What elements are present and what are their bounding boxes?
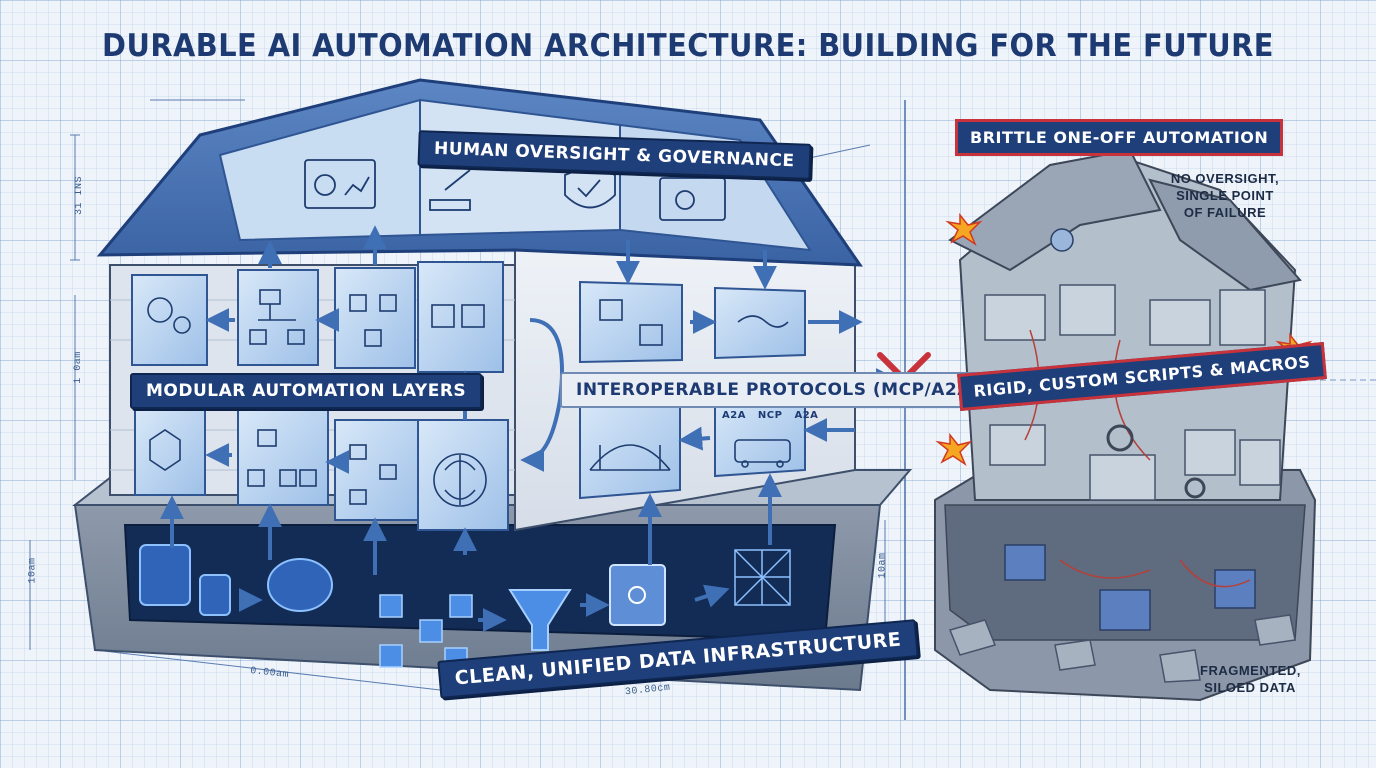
dim-right-low: 10am [877, 552, 889, 579]
bus-tag-1: A2A [722, 410, 746, 421]
layers-label: MODULAR AUTOMATION LAYERS [130, 373, 483, 409]
note-no-oversight: NO OVERSIGHT, SINGLE POINT OF FAILURE [1170, 170, 1280, 221]
brittle-banner: BRITTLE ONE-OFF AUTOMATION [955, 119, 1284, 156]
bus-tags: A2A NCP A2A [722, 410, 818, 421]
note-fragmented-data: FRAGMENTED, SILOED DATA [1200, 662, 1300, 696]
dim-left-top: 31 INS [74, 175, 86, 216]
governance-roof [96, 78, 863, 267]
bus-tag-3: A2A [794, 410, 819, 421]
page-title: DURABLE AI AUTOMATION ARCHITECTURE: BUIL… [102, 28, 1274, 64]
note-no-oversight-line2: SINGLE POINT [1176, 188, 1274, 203]
dim-left-low: 10am [27, 557, 39, 584]
note-no-oversight-line1: NO OVERSIGHT, [1170, 171, 1280, 186]
brittle-ruin [934, 148, 1317, 702]
dim-left-mid: 1 0am [72, 351, 84, 384]
protocols-label: INTEROPERABLE PROTOCOLS (MCP/A2A) [560, 372, 996, 408]
bus-tag-2: NCP [757, 410, 783, 421]
note-fragmented-line2: SILOED DATA [1204, 680, 1296, 695]
protocol-panels [579, 280, 806, 500]
note-no-oversight-line3: OF FAILURE [1183, 205, 1267, 220]
note-fragmented-line1: FRAGMENTED, [1200, 663, 1301, 678]
